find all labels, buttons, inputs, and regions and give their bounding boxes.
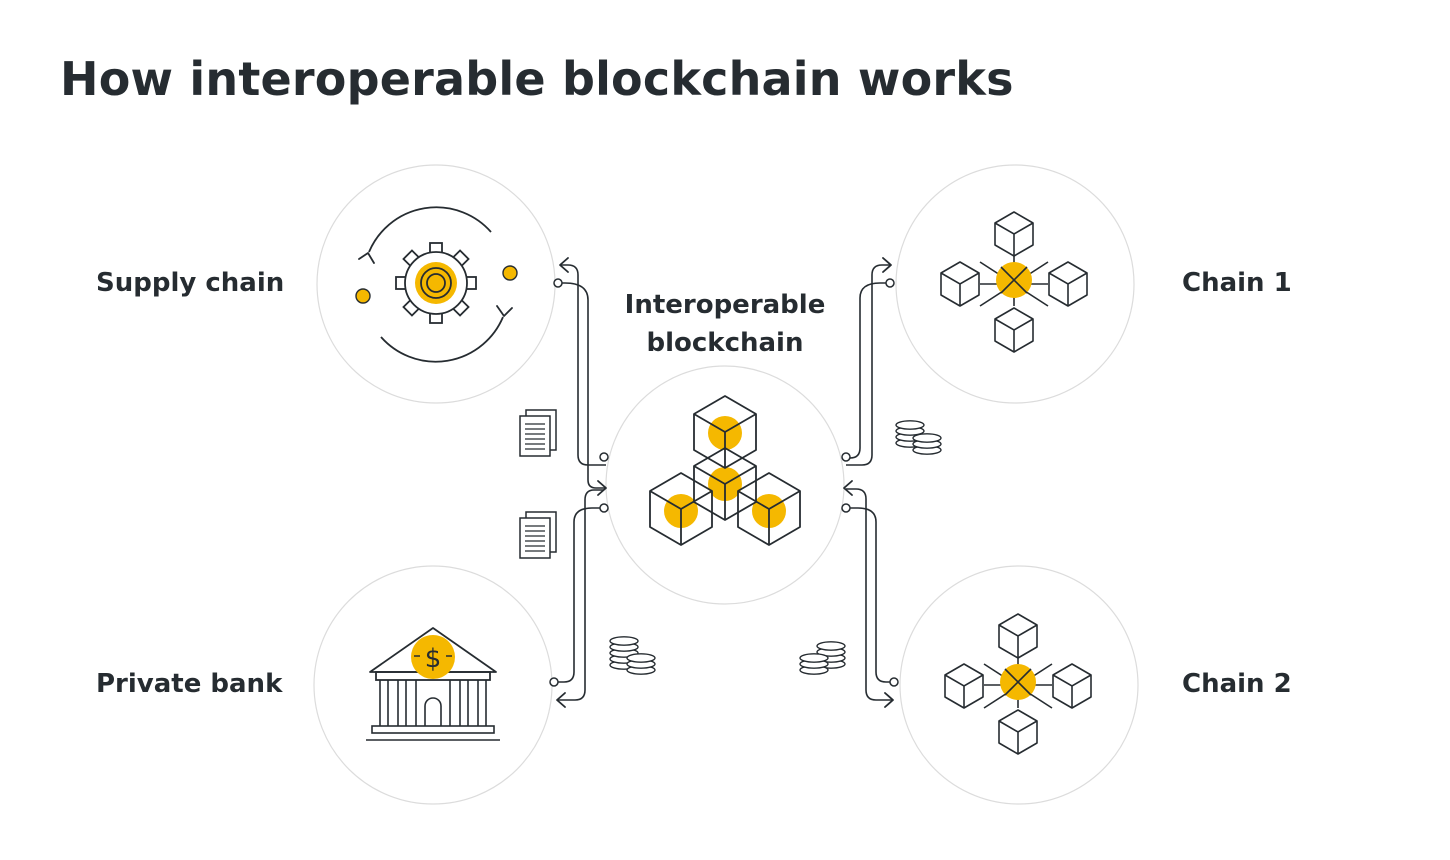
svg-text:$: $ — [425, 644, 442, 674]
document-icon — [519, 409, 557, 457]
connector-dot — [889, 677, 899, 687]
connector-dot — [599, 452, 609, 462]
page-title: How interoperable blockchain works — [60, 52, 1014, 106]
node-label-supply-chain: Supply chain — [96, 268, 285, 298]
chain-2-circle — [899, 565, 1139, 805]
bank-dollar-icon: $ — [366, 627, 500, 741]
connector-lines — [554, 264, 894, 701]
cube-network-icon — [944, 613, 1092, 755]
center-label-line1: Interoperable — [624, 290, 826, 320]
private-bank-circle — [313, 565, 553, 805]
coin-stack-icon — [895, 420, 942, 455]
connector-dot — [553, 278, 563, 288]
cube-network-icon — [940, 211, 1088, 353]
arrow-head-icon — [843, 480, 853, 496]
node-label-private-bank: Private bank — [96, 669, 283, 699]
gear-cycle-icon — [355, 206, 518, 363]
connector-dot — [599, 503, 609, 513]
node-label-chain-2: Chain 2 — [1182, 669, 1292, 699]
connector-dot — [841, 503, 851, 513]
node-label-chain-1: Chain 1 — [1182, 268, 1292, 298]
connector-dot — [549, 677, 559, 687]
chain-1-circle — [895, 164, 1135, 404]
document-icon — [519, 511, 557, 559]
coin-stack-icon — [799, 641, 846, 675]
connector-dot — [841, 452, 851, 462]
center-label: Interoperable blockchain — [605, 286, 845, 362]
hexagon-cubes-icon — [649, 395, 801, 546]
center-label-line2: blockchain — [646, 328, 804, 358]
center-circle — [605, 365, 845, 605]
connector-dot — [885, 278, 895, 288]
coin-stack-icon — [609, 636, 656, 675]
